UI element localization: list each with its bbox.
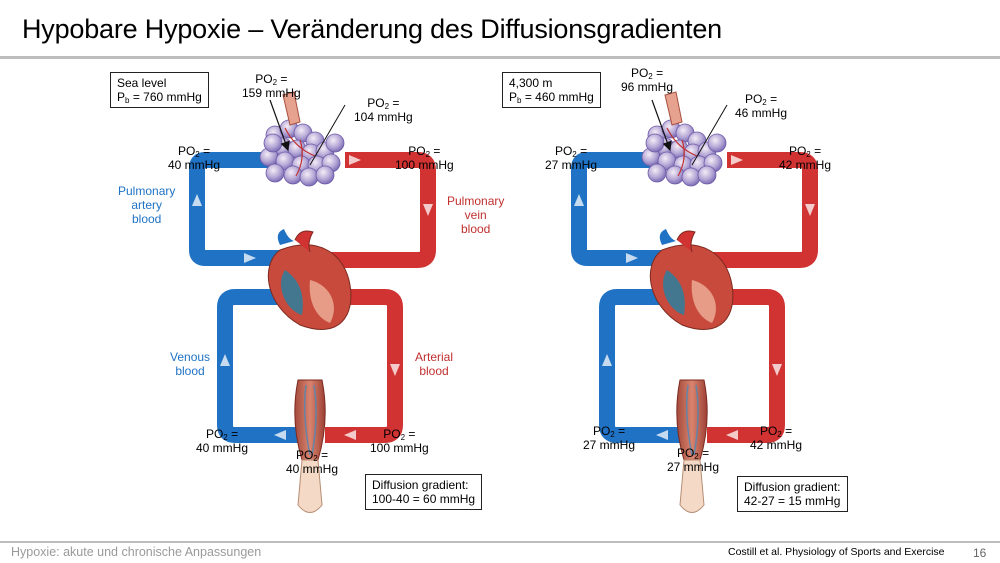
inspired-po2-label: PO2 = 96 mmHg — [621, 66, 674, 94]
flow-arrow — [220, 354, 230, 366]
pulmonary-artery-vessel — [571, 152, 672, 266]
venous-po2-label: PO2 = 40 mmHg — [196, 427, 249, 455]
flow-arrow — [349, 155, 361, 165]
pulmonary-vein-po2-label: PO2 = 100 mmHg — [395, 144, 454, 172]
alveolus — [697, 165, 717, 185]
slide-title: Hypobare Hypoxie – Veränderung des Diffu… — [22, 14, 722, 44]
muscle-capillary — [685, 384, 699, 456]
flow-arrow — [390, 364, 400, 376]
flow-arrow — [423, 204, 433, 216]
pulmonary-artery-blood-label: Pulmonary artery blood — [118, 184, 176, 226]
inspired-air-arrow — [269, 99, 290, 152]
bronchus — [664, 91, 683, 126]
vena-cava — [277, 229, 294, 245]
tendon — [297, 459, 323, 513]
tendon — [679, 459, 705, 513]
venous-blood-label: Venous blood — [170, 350, 211, 378]
page-number: 16 — [973, 546, 987, 560]
muscle-capillary — [303, 384, 317, 456]
flow-arrow — [602, 354, 612, 366]
capillary — [284, 127, 316, 177]
footer-topic: Hypoxie: akute und chronische Anpassunge… — [11, 545, 262, 559]
alveolar-leader-line — [691, 104, 728, 166]
heart-right-chamber — [281, 270, 303, 315]
bronchus — [282, 91, 301, 126]
alveoli-cluster — [641, 119, 727, 187]
inspired-air-arrow — [651, 99, 672, 152]
flow-arrow — [574, 194, 584, 206]
footer-source: Costill et al. Physiology of Sports and … — [728, 546, 945, 558]
pulmonary-artery-po2-label: PO2 = 40 mmHg — [168, 144, 221, 172]
venous-po2-label: PO2 = 27 mmHg — [583, 424, 636, 452]
condition-label: Sea level — [117, 76, 167, 90]
title-divider — [0, 56, 1000, 59]
flow-arrow — [274, 430, 286, 440]
alveolar-leader-line — [309, 104, 346, 166]
flow-arrow — [656, 430, 668, 440]
flow-arrow — [731, 155, 743, 165]
heart-left-chamber — [309, 280, 334, 323]
alveolus — [263, 133, 283, 153]
condition-label: 4,300 m — [509, 76, 553, 90]
altitude-condition-box: 4,300 m Pb = 460 mmHg — [502, 72, 601, 108]
arterial-po2-label: PO2 = 42 mmHg — [750, 424, 803, 452]
alveolus — [325, 133, 345, 153]
capillary — [666, 127, 698, 177]
flow-arrow — [772, 364, 782, 376]
flow-arrow — [244, 253, 256, 263]
barometric-pressure: = 760 mmHg — [132, 90, 202, 104]
arterial-po2-label: PO2 = 100 mmHg — [370, 427, 429, 455]
flow-arrow — [805, 204, 815, 216]
pulmonary-artery-vessel — [189, 152, 290, 266]
alveolus — [299, 167, 319, 187]
flow-arrow — [192, 194, 202, 206]
alveolus — [645, 133, 665, 153]
flow-arrow — [726, 430, 738, 440]
diffusion-gradient-box: Diffusion gradient: 100-40 = 60 mmHg — [365, 474, 483, 510]
sea-level-condition-box: Sea level Pb = 760 mmHg — [110, 72, 209, 108]
inspired-po2-label: PO2 = 159 mmHg — [242, 72, 301, 100]
footer-divider — [0, 541, 1000, 543]
alveoli-cluster — [259, 119, 345, 187]
aorta — [294, 230, 314, 253]
alveolar-po2-label: PO2 = 104 mmHg — [354, 96, 413, 124]
heart-left-chamber — [691, 280, 716, 323]
flow-arrow — [344, 430, 356, 440]
alveolus — [707, 133, 727, 153]
flow-arrow — [626, 253, 638, 263]
alveolus — [265, 163, 285, 183]
vena-cava — [659, 229, 676, 245]
alveolus — [315, 165, 335, 185]
barometric-pressure: = 460 mmHg — [524, 90, 594, 104]
pulmonary-vein-blood-label: Pulmonary vein blood — [447, 194, 505, 236]
alveolus — [681, 167, 701, 187]
heart-right-chamber — [663, 270, 685, 315]
tissue-po2-label: PO2 = 40 mmHg — [286, 448, 339, 476]
arterial-blood-label: Arterial blood — [415, 350, 454, 378]
pulmonary-artery-po2-label: PO2 = 27 mmHg — [545, 144, 598, 172]
tissue-po2-label: PO2 = 27 mmHg — [667, 446, 720, 474]
aorta — [676, 230, 696, 253]
diffusion-gradient-box: Diffusion gradient: 42-27 = 15 mmHg — [737, 476, 848, 512]
alveolus — [647, 163, 667, 183]
alveolar-po2-label: PO2 = 46 mmHg — [735, 92, 788, 120]
pulmonary-vein-po2-label: PO2 = 42 mmHg — [779, 144, 832, 172]
